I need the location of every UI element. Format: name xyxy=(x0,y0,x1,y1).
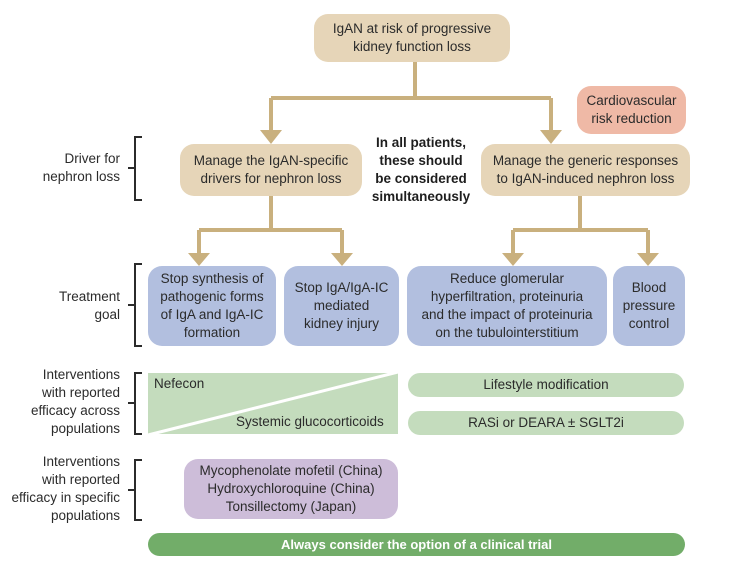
arrow-goal4 xyxy=(637,253,659,266)
arrow-goal3 xyxy=(502,253,524,266)
clinical-trial-label: Always consider the option of a clinical… xyxy=(281,536,552,552)
goal3-line: on the tubulointerstitium xyxy=(435,325,579,340)
bracket-treatment xyxy=(128,263,142,347)
goal3-line: hyperfiltration, proteinuria xyxy=(430,289,584,304)
brackets xyxy=(128,136,142,521)
row-label-specific-line: efficacy in specific xyxy=(11,490,120,505)
cardiovascular-box: Cardiovascular risk reduction xyxy=(577,86,686,134)
row-label-driver-line: nephron loss xyxy=(42,169,120,184)
specific-interventions-box: Mycophenolate mofetil (China) Hydroxychl… xyxy=(184,459,398,519)
nefecon-label: Nefecon xyxy=(154,376,205,391)
goal1-line: formation xyxy=(183,325,241,340)
bracket-specific xyxy=(128,459,142,521)
row-label-across-line: Interventions xyxy=(42,367,120,382)
driver-box-igan-specific: Manage the IgAN-specific drivers for nep… xyxy=(180,144,362,196)
row-label-driver: Driver for nephron loss xyxy=(10,150,120,186)
goal-box-blood-pressure: Blood pressure control xyxy=(613,266,685,346)
clinical-trial-banner: Always consider the option of a clinical… xyxy=(148,533,685,556)
goal-box-stop-synthesis: Stop synthesis of pathogenic forms of Ig… xyxy=(148,266,276,346)
bracket-across xyxy=(128,372,142,435)
goal-box-reduce-hyperfiltration: Reduce glomerular hyperfiltration, prote… xyxy=(407,266,607,346)
row-label-treatment-line: Treatment xyxy=(58,289,120,304)
arrow-goal2 xyxy=(331,253,353,266)
row-label-treatment: Treatment goal xyxy=(10,288,120,324)
top-box-line1: IgAN at risk of progressive xyxy=(332,21,492,36)
goal1-line: Stop synthesis of xyxy=(160,271,264,286)
driver-box-generic: Manage the generic responses to IgAN-ind… xyxy=(481,144,690,196)
driver-left-line1: Manage the IgAN-specific xyxy=(193,153,349,168)
row-label-across: Interventions with reported efficacy acr… xyxy=(0,366,120,438)
goal1-line: pathogenic forms xyxy=(160,289,264,304)
row-label-specific-line: populations xyxy=(50,508,120,523)
arrow-goal1 xyxy=(188,253,210,266)
row-label-specific-line: with reported xyxy=(41,472,120,487)
row-label-across-line: with reported xyxy=(41,385,120,400)
split-diagonal xyxy=(147,370,399,437)
goal4-line: control xyxy=(628,316,670,331)
specific-intervention-item: Tonsillectomy (Japan) xyxy=(225,499,357,514)
goal2-line: mediated xyxy=(313,298,370,313)
row-label-driver-line: Driver for xyxy=(64,151,120,166)
driver-right-line2: to IgAN-induced nephron loss xyxy=(496,171,675,186)
top-connectors xyxy=(197,62,650,255)
goal2-line: kidney injury xyxy=(303,316,380,331)
simultaneous-note: In all patients, these should be conside… xyxy=(366,134,476,206)
arrow-right-driver xyxy=(540,130,562,144)
driver-left-line2: drivers for nephron loss xyxy=(200,171,342,186)
rasi-deara-pill: RASi or DEARA ± SGLT2i xyxy=(408,411,684,435)
row-label-across-line: efficacy across xyxy=(30,403,120,418)
note-line: these should xyxy=(379,153,463,168)
arrow-left-driver xyxy=(260,130,282,144)
lifestyle-modification-pill: Lifestyle modification xyxy=(408,373,684,397)
driver-right-line1: Manage the generic responses xyxy=(492,153,679,168)
goal-box-stop-injury: Stop IgA/IgA-IC mediated kidney injury xyxy=(284,266,399,346)
goal4-line: Blood xyxy=(631,280,667,295)
top-box-igan-risk: IgAN at risk of progressive kidney funct… xyxy=(314,14,510,62)
note-line: In all patients, xyxy=(375,135,467,150)
goal2-line: Stop IgA/IgA-IC xyxy=(294,280,389,295)
goal1-line: of IgA and IgA-IC xyxy=(160,307,264,322)
glucocorticoids-label: Systemic glucocorticoids xyxy=(236,414,384,429)
rasi-label: RASi or DEARA ± SGLT2i xyxy=(468,415,624,430)
row-label-specific: Interventions with reported efficacy in … xyxy=(0,453,120,525)
specific-intervention-item: Mycophenolate mofetil (China) xyxy=(199,463,383,478)
top-box-line2: kidney function loss xyxy=(353,39,471,54)
cardio-line1: Cardiovascular xyxy=(586,93,677,108)
note-line: simultaneously xyxy=(371,189,471,204)
lifestyle-label: Lifestyle modification xyxy=(483,377,609,392)
row-label-specific-line: Interventions xyxy=(42,454,120,469)
specific-intervention-item: Hydroxychloroquine (China) xyxy=(207,481,375,496)
bracket-driver xyxy=(128,136,142,201)
arrowheads xyxy=(188,130,659,266)
nefecon-glucocorticoid-box xyxy=(147,370,399,437)
row-label-across-line: populations xyxy=(50,421,120,436)
goal3-line: Reduce glomerular xyxy=(449,271,565,286)
goal3-line: and the impact of proteinuria xyxy=(421,307,593,322)
note-line: be considered xyxy=(375,171,467,186)
cardio-line2: risk reduction xyxy=(591,111,672,126)
goal4-line: pressure xyxy=(622,298,676,313)
row-label-treatment-line: goal xyxy=(94,307,120,322)
